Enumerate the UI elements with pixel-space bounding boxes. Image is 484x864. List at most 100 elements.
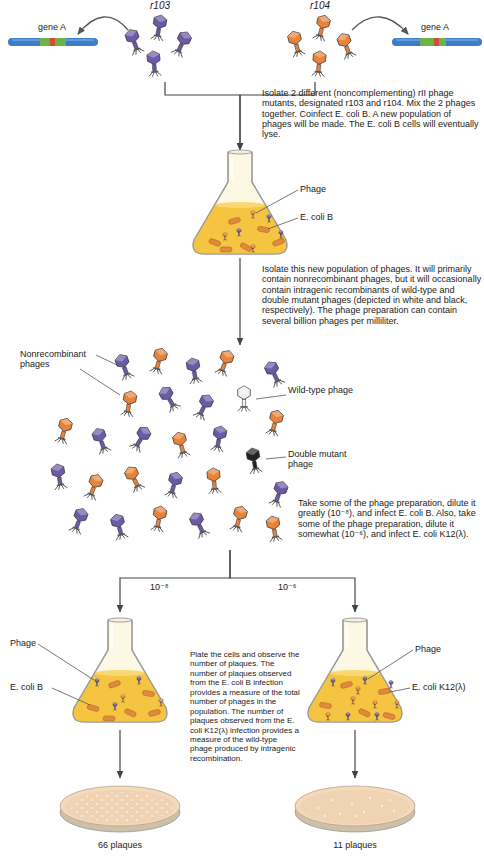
step-text: Isolate this new population of phages. I… [262,264,482,326]
bacterium [148,709,161,717]
phage-icon [211,425,228,452]
gene-region [420,38,446,46]
phage-cluster [105,0,215,82]
node-label: Nonrecombinant phages [20,349,98,370]
flow-arrow [230,550,355,612]
step-text: Take some of the phage preparation, dilu… [298,498,482,539]
illustration-part [369,797,372,800]
flask-shape [308,618,402,722]
illustration-part [317,807,320,810]
phage-icon [159,698,163,707]
phage-icon [193,392,215,421]
illustration-part [389,799,392,802]
dish-rim [295,786,415,826]
phage-icon [263,359,285,388]
phage-icon [331,678,335,687]
flask-art [300,612,484,730]
phage-icon [69,507,90,535]
illustration-part [355,815,358,818]
phage-icon [121,390,138,417]
gene-label: gene A [22,22,82,32]
double-mutant-phage [246,447,263,474]
illustration-part [393,810,396,813]
bacterium [240,242,253,252]
node-label: E. coli B [300,212,350,222]
agar [300,790,410,824]
phage-icon [346,712,350,721]
phage-icon [351,696,355,705]
phage-icon [124,28,145,56]
phage-icon [287,30,306,58]
phage-icon [123,464,145,493]
illustration-part [381,805,384,808]
gene-strand [392,38,482,46]
flow-arrow [165,82,240,150]
curved-arrow [352,17,408,34]
illustration-part [331,799,334,802]
node-label: Phage [415,644,465,654]
flow-arrow [120,550,230,612]
leader-line [80,355,286,459]
phage-icon [326,712,330,721]
phage-icon [373,700,377,709]
illustration-part [339,813,342,816]
flask-art [180,150,350,258]
node-label: Phage [10,638,55,648]
gene-label: gene A [405,22,465,32]
phage-icon [266,515,283,542]
phage-icon [395,700,399,709]
phage-icon [129,424,153,453]
bacterium [228,217,241,225]
phage-icon [223,232,227,241]
node-label: Wild-type phage [288,385,358,395]
node-label: Double mutant phage [288,449,360,470]
phage-icon [186,357,203,384]
bacterium [103,716,115,721]
phage-icon [157,384,181,413]
phage-icon [389,680,393,689]
phage-icon [313,14,332,42]
phage-icon [55,417,74,445]
bacterium [272,238,285,247]
flask-art [8,612,188,730]
curved-arrow [78,17,128,34]
bacterium [358,708,371,718]
bacterium [142,690,155,697]
phage-icon [151,14,168,41]
plaques [67,792,173,822]
plaques [317,797,396,818]
illustration-part [324,815,327,818]
mutation-site [50,38,55,46]
node-label: 11 plaques [290,840,420,850]
flow-arrow [354,730,355,778]
leader-line [256,190,298,229]
phage-icon [230,505,249,533]
node-label: E. coli K12(λ) [412,682,484,692]
node-label: 66 plaques [55,840,185,850]
flow-arrow [239,258,240,345]
phage-icon [336,32,357,60]
phage-icon [251,244,255,253]
phage-icon [151,505,168,532]
phage-icon [363,676,367,685]
leader-line [368,650,413,692]
bacterium [108,680,121,689]
phage-icon [91,427,112,455]
bacterium [208,238,221,247]
bacterium [319,702,332,709]
phage-icon [279,230,283,239]
petri-dish: 11 plaques [290,778,420,862]
phage-icon [171,29,193,58]
node-label: Phage [300,184,350,194]
dna-strand [392,38,482,46]
phage-icon [172,431,191,459]
phage-icon [114,353,135,381]
flask: Phage E. coli B [180,150,350,258]
phage-icon [113,702,117,711]
phage-icon [137,676,141,685]
flask-shape [73,618,167,722]
phage-group: r104 [265,0,375,82]
edge-label: 10⁻⁸ [150,582,190,592]
illustration-part [363,811,366,814]
node-label: r103 [135,0,185,12]
